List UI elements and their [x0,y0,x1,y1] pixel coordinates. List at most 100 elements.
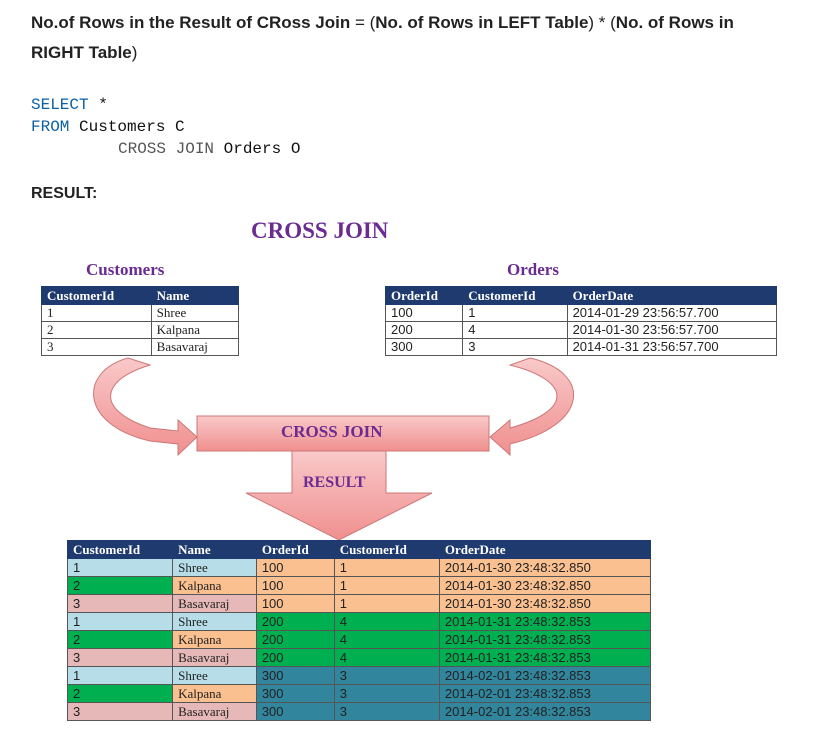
table-cell: 200 [255,648,335,667]
result-down-arrow [245,450,433,541]
table-cell: 1 [41,304,152,322]
table-cell: Basavaraj [150,338,240,356]
table-cell: 1 [333,558,440,577]
table-cell: 2014-02-01 23:48:32.853 [438,684,652,703]
table-cell: Shree [172,612,257,631]
sql-line-3: CROSS JOIN Orders O [118,138,300,160]
table-cell: 200 [255,630,335,649]
table-cell: 4 [333,648,440,667]
table-cell: 3 [66,702,174,721]
table-cell: 1 [333,576,440,595]
formula-heading: No.of Rows in the Result of CRoss Join =… [31,8,791,68]
result-header-customerid-2: CustomerId [333,540,440,559]
cross-join-box-label: CROSS JOIN [281,422,383,441]
table-cell: 3 [41,338,152,356]
sql-select-rest: * [88,96,108,114]
customers-header-customerid: CustomerId [41,286,152,305]
heading-part1: No.of Rows in the Result of CRoss Join [31,13,351,32]
result-header-orderdate: OrderDate [438,540,652,559]
sql-line-1: SELECT * [31,94,108,116]
table-cell: 300 [255,702,335,721]
table-cell: 1 [333,594,440,613]
table-cell: 1 [462,304,568,322]
sql-join-rest: Orders O [214,140,301,158]
orders-header-customerid: CustomerId [462,286,568,305]
heading-eq: = ( [350,13,376,32]
sql-keyword-cross-join: CROSS JOIN [118,140,215,158]
table-cell: 3 [66,648,174,667]
table-cell: Basavaraj [172,648,257,667]
table-cell: Kalpana [172,684,257,703]
result-label: RESULT: [31,185,98,202]
heading-close: ) [131,43,138,62]
right-curved-arrow [489,357,575,457]
orders-header-orderid: OrderId [384,286,464,305]
table-cell: 200 [384,321,464,339]
table-cell: 4 [333,630,440,649]
table-cell: 3 [462,338,568,356]
table-cell: 4 [333,612,440,631]
table-cell: 2014-02-01 23:48:32.853 [438,702,652,721]
diagram-title: CROSS JOIN [251,218,389,243]
table-cell: 2014-01-30 23:48:32.850 [438,558,652,577]
table-cell: 3 [333,702,440,721]
table-cell: 2 [66,576,174,595]
table-cell: 2014-01-29 23:56:57.700 [566,304,778,322]
table-cell: Basavaraj [172,702,257,721]
result-header-orderid: OrderId [255,540,335,559]
heading-part3: No. of Rows in RIGHT Table [31,13,734,62]
table-cell: 100 [255,576,335,595]
result-header-customerid: CustomerId [66,540,174,559]
table-cell: 3 [66,594,174,613]
table-cell: 1 [66,612,174,631]
table-cell: 100 [384,304,464,322]
table-cell: 2 [66,630,174,649]
table-cell: 2014-01-30 23:56:57.700 [566,321,778,339]
table-cell: Basavaraj [172,594,257,613]
table-cell: Shree [172,558,257,577]
heading-part2: No. of Rows in LEFT Table [375,13,589,32]
table-cell: 300 [255,684,335,703]
table-cell: 100 [255,558,335,577]
table-cell: 2014-02-01 23:48:32.853 [438,666,652,685]
table-cell: 3 [333,684,440,703]
result-table: CustomerId Name OrderId CustomerId Order… [66,540,652,721]
table-cell: Kalpana [172,576,257,595]
orders-title: Orders [507,260,559,279]
table-cell: 2014-01-31 23:48:32.853 [438,630,652,649]
table-cell: 100 [255,594,335,613]
heading-mid: ) * ( [588,13,616,32]
result-header-name: Name [172,540,257,559]
table-cell: 2014-01-31 23:48:32.853 [438,612,652,631]
table-cell: 1 [66,558,174,577]
table-cell: 200 [255,612,335,631]
table-cell: Shree [150,304,240,322]
table-cell: 300 [384,338,464,356]
table-cell: 1 [66,666,174,685]
table-cell: 3 [333,666,440,685]
table-cell: 2014-01-30 23:48:32.850 [438,576,652,595]
table-cell: 2 [66,684,174,703]
sql-from-rest: Customers C [69,118,185,136]
table-cell: 4 [462,321,568,339]
sql-keyword-select: SELECT [31,96,89,114]
table-cell: Kalpana [150,321,240,339]
table-cell: 2014-01-30 23:48:32.850 [438,594,652,613]
left-curved-arrow [93,357,198,457]
